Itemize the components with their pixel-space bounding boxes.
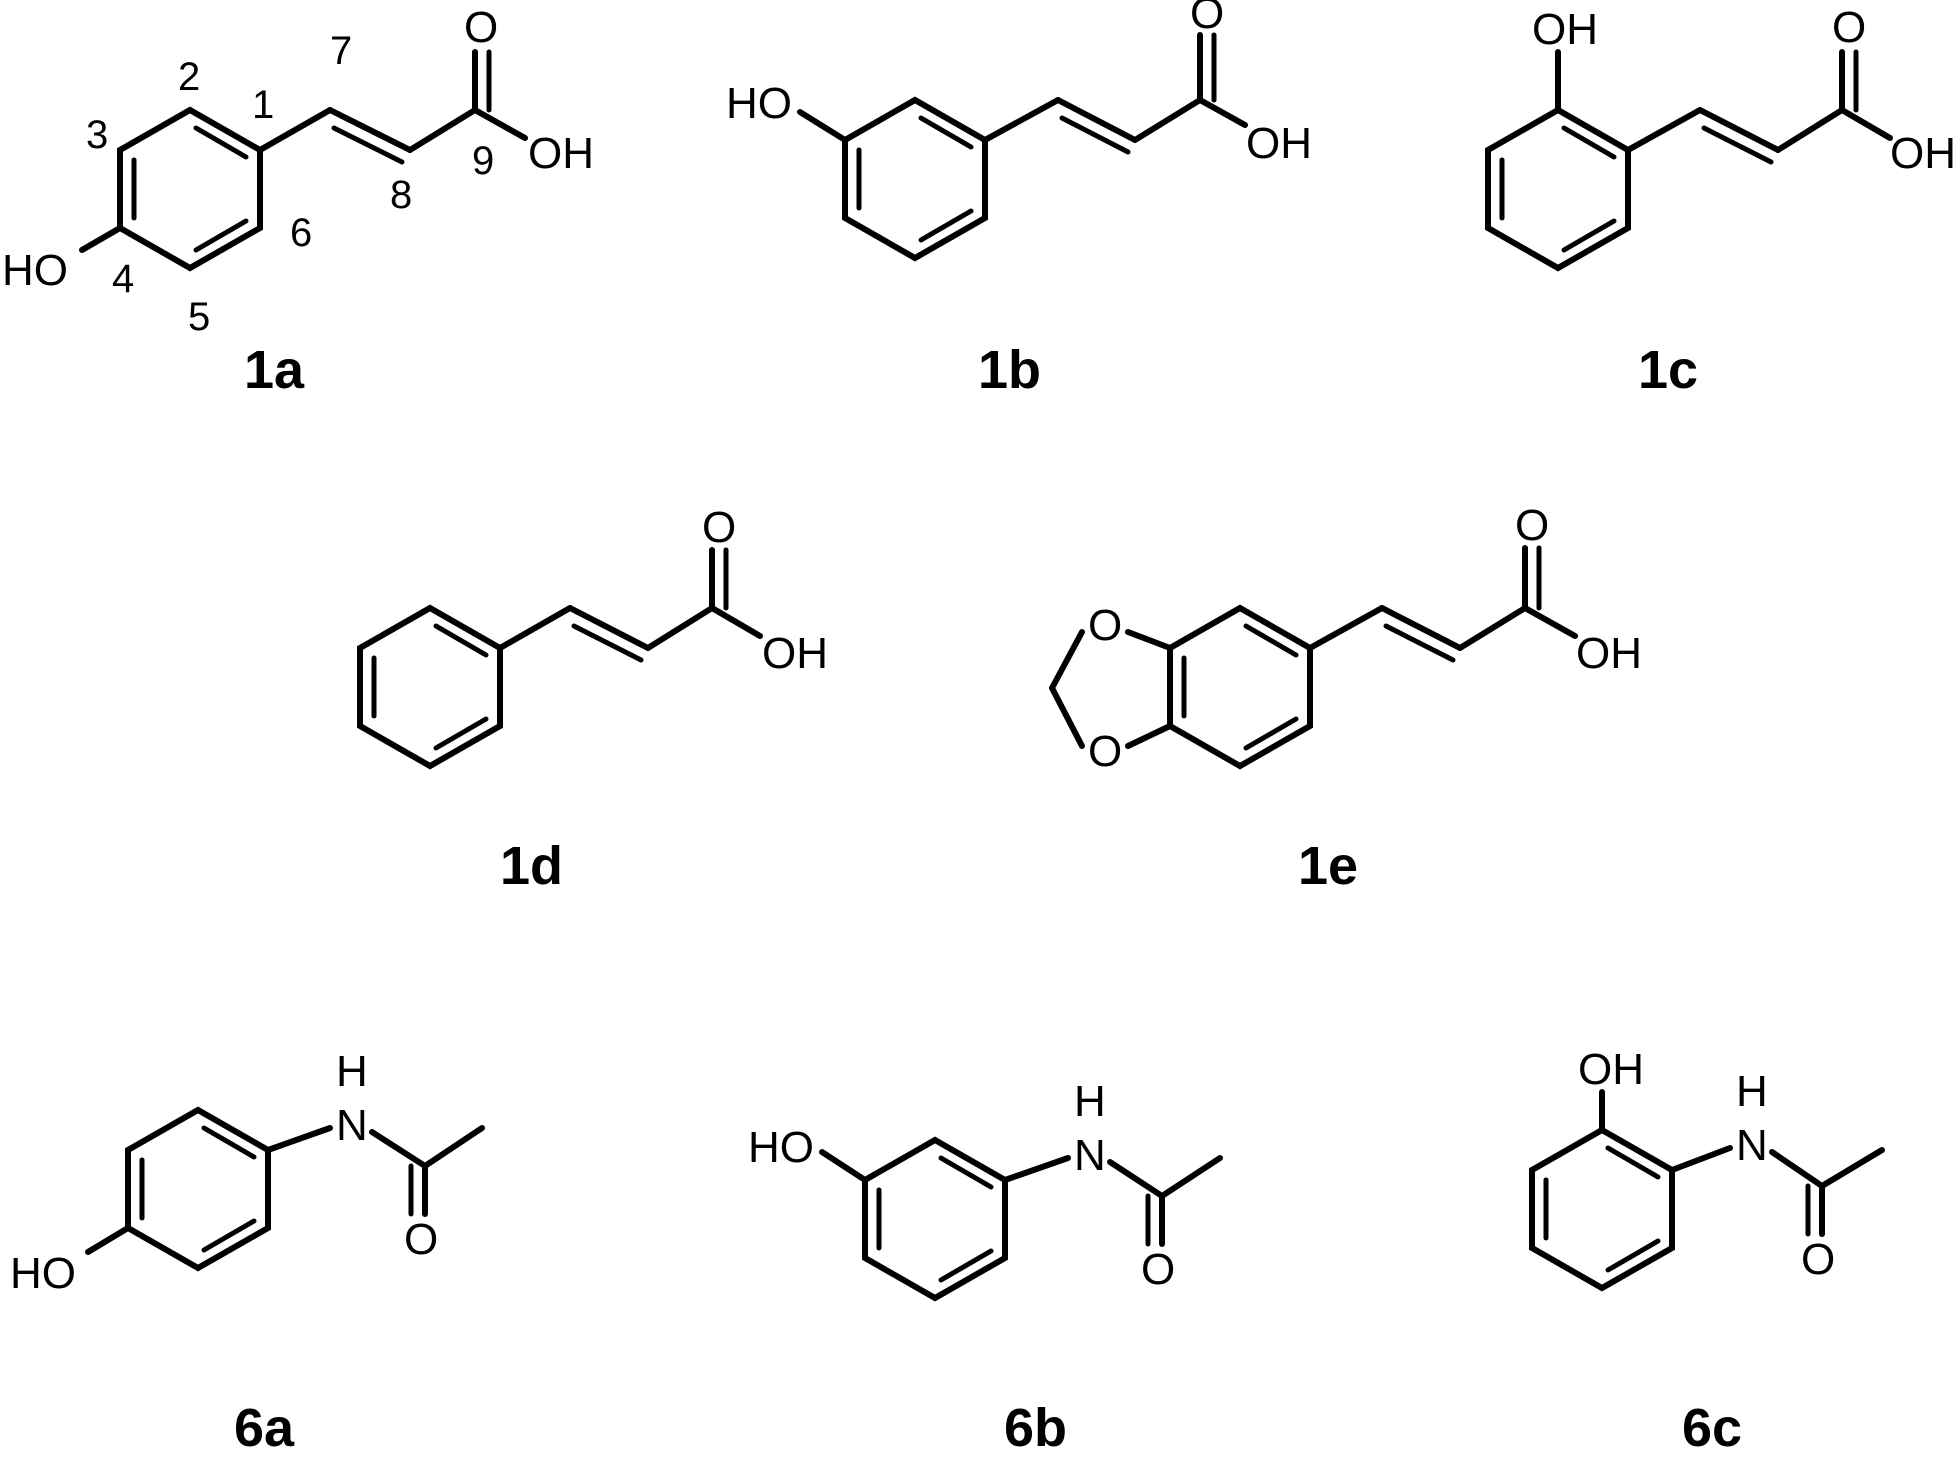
structure-1c: OH O OH 1c — [1485, 3, 1956, 400]
structure-1a: O OH HO 1 2 3 4 5 6 7 8 9 1a — [2, 3, 594, 400]
atom-label: OH — [1578, 1045, 1644, 1094]
compound-label-1c: 1c — [1638, 340, 1698, 400]
atom-label: N — [1074, 1131, 1106, 1180]
atom-label: HO — [2, 246, 68, 295]
structure-1e: O O O OH 1e — [1049, 501, 1642, 896]
atom-label: O — [702, 503, 736, 552]
atom-label: HO — [726, 79, 792, 128]
structure-6b: HO H N O 6b — [748, 1077, 1223, 1458]
structure-1d: O OH 1d — [357, 503, 828, 896]
structure-6c: OH H N O 6c — [1529, 1045, 1885, 1458]
atom-label: H — [1074, 1077, 1106, 1126]
position-number: 5 — [188, 295, 210, 339]
atom-label: O — [1801, 1235, 1835, 1284]
position-number: 7 — [330, 29, 352, 73]
atom-label: OH — [1576, 629, 1642, 678]
atom-label: O — [1141, 1245, 1175, 1294]
position-number: 4 — [112, 257, 134, 301]
atom-label: O — [404, 1215, 438, 1264]
atom-label: N — [1736, 1121, 1768, 1170]
atom-label: H — [1736, 1067, 1768, 1116]
position-number: 6 — [290, 211, 312, 255]
atom-label: O — [1190, 0, 1224, 38]
atom-label: O — [1515, 501, 1549, 550]
compound-label-1e: 1e — [1298, 836, 1358, 896]
position-number: 9 — [472, 139, 494, 183]
compound-label-1b: 1b — [978, 340, 1041, 400]
position-number: 3 — [86, 113, 108, 157]
atom-label: O — [464, 3, 498, 52]
atom-label: N — [336, 1101, 368, 1150]
position-number: 1 — [252, 83, 274, 127]
structure-6a: H N O HO 6a — [10, 1047, 485, 1458]
compound-label-6b: 6b — [1004, 1398, 1067, 1458]
compound-label-6c: 6c — [1682, 1398, 1742, 1458]
structure-1b: HO O OH 1b — [726, 0, 1312, 400]
atom-label: HO — [748, 1123, 814, 1172]
atom-label: HO — [10, 1249, 76, 1298]
atom-label: O — [1832, 3, 1866, 52]
compound-label-6a: 6a — [234, 1398, 295, 1458]
atom-label: OH — [1246, 119, 1312, 168]
compound-label-1d: 1d — [500, 836, 563, 896]
atom-label: OH — [1532, 5, 1598, 54]
atom-label: O — [1088, 601, 1122, 650]
atom-label: OH — [1890, 129, 1956, 178]
atom-label: OH — [762, 629, 828, 678]
position-number: 2 — [178, 55, 200, 99]
atom-label: H — [336, 1047, 368, 1096]
atom-label: O — [1088, 727, 1122, 776]
atom-label: OH — [528, 129, 594, 178]
compound-label-1a: 1a — [244, 340, 305, 400]
position-number: 8 — [390, 173, 412, 217]
